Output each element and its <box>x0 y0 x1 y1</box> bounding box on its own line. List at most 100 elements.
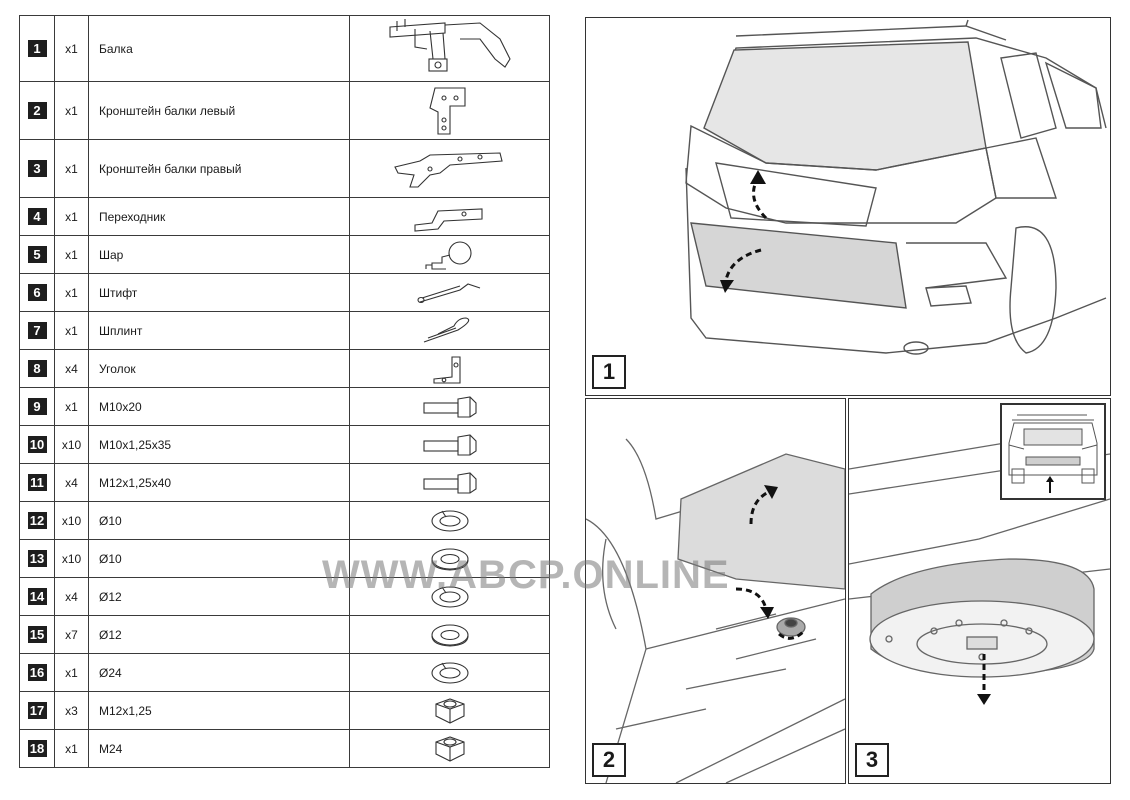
part-name: M24 <box>99 741 123 756</box>
part-name-cell: M10x20 <box>88 387 350 426</box>
tow-beam-icon <box>350 18 549 79</box>
part-quantity: x10 <box>54 501 89 540</box>
part-quantity: x3 <box>54 691 89 730</box>
part-number-badge: 18 <box>27 739 47 757</box>
part-name: Шар <box>99 247 124 262</box>
part-name-cell: Уголок <box>88 349 350 388</box>
car-rear-view-icon <box>685 19 1107 355</box>
part-number-badge: 7 <box>27 321 47 339</box>
part-number-badge: 8 <box>27 359 47 377</box>
part-number-badge: 9 <box>27 397 47 415</box>
part-number-badge: 1 <box>27 39 47 57</box>
part-name: Шплинт <box>99 323 143 338</box>
part-number-badge: 10 <box>27 435 47 453</box>
part-image-cell <box>349 691 550 730</box>
step-1-label: 1 <box>592 355 626 389</box>
part-quantity: x1 <box>54 15 89 82</box>
part-image-cell <box>349 653 550 692</box>
part-number-cell: 4 <box>19 197 55 236</box>
part-image-cell <box>349 425 550 464</box>
adapter-icon <box>350 201 549 233</box>
part-name-cell: Шар <box>88 235 350 274</box>
part-name: Кронштейн балки левый <box>99 103 236 118</box>
part-number-cell: 7 <box>19 311 55 350</box>
part-image-cell <box>349 615 550 654</box>
part-number-cell: 5 <box>19 235 55 274</box>
part-name-cell: Кронштейн балки левый <box>88 81 350 140</box>
bolt-icon <box>350 469 549 497</box>
part-number-badge: 3 <box>27 159 47 177</box>
part-number-cell: 12 <box>19 501 55 540</box>
trunk-floor-icon <box>586 438 845 783</box>
tow-ball-icon <box>350 239 549 271</box>
spare-wheel-icon <box>849 438 1110 705</box>
part-number-cell: 14 <box>19 577 55 616</box>
part-image-cell <box>349 729 550 768</box>
part-image-cell <box>349 15 550 82</box>
part-name-cell: Переходник <box>88 197 350 236</box>
bolt-icon <box>350 393 549 421</box>
part-name-cell: Шплинт <box>88 311 350 350</box>
step-2-label: 2 <box>592 743 626 777</box>
part-quantity: x1 <box>54 273 89 312</box>
part-name: Ø24 <box>99 665 122 680</box>
part-number-cell: 13 <box>19 539 55 578</box>
part-name-cell: Штифт <box>88 273 350 312</box>
flat-washer-icon <box>350 621 549 649</box>
part-name: Уголок <box>99 361 136 376</box>
part-image-cell <box>349 273 550 312</box>
part-name: Ø12 <box>99 589 122 604</box>
part-quantity: x1 <box>54 139 89 198</box>
part-quantity: x10 <box>54 425 89 464</box>
part-image-cell <box>349 387 550 426</box>
part-quantity: x1 <box>54 653 89 692</box>
part-name: Ø12 <box>99 627 122 642</box>
part-name: M10x20 <box>99 399 142 414</box>
part-image-cell <box>349 311 550 350</box>
part-number-cell: 15 <box>19 615 55 654</box>
bolt-icon <box>350 431 549 459</box>
part-number-cell: 2 <box>19 81 55 140</box>
part-number-badge: 13 <box>27 549 47 567</box>
part-name-cell: Ø10 <box>88 539 350 578</box>
part-name-cell: M12x1,25x40 <box>88 463 350 502</box>
part-name: Ø10 <box>99 513 122 528</box>
hex-nut-icon <box>350 734 549 764</box>
part-number-badge: 2 <box>27 101 47 119</box>
part-name-cell: Балка <box>88 15 350 82</box>
part-quantity: x4 <box>54 577 89 616</box>
part-number-cell: 3 <box>19 139 55 198</box>
part-name-cell: Ø12 <box>88 577 350 616</box>
step-1-panel: 1 <box>585 17 1111 396</box>
part-name-cell: Ø10 <box>88 501 350 540</box>
part-quantity: x1 <box>54 81 89 140</box>
part-name: Штифт <box>99 285 138 300</box>
part-name-cell: Кронштейн балки правый <box>88 139 350 198</box>
part-name-cell: M12x1,25 <box>88 691 350 730</box>
flat-washer-icon <box>350 545 549 573</box>
car-rear-locator-icon <box>1008 414 1098 493</box>
part-number-cell: 8 <box>19 349 55 388</box>
part-number-cell: 16 <box>19 653 55 692</box>
part-number-badge: 12 <box>27 511 47 529</box>
step-3-panel: 3 <box>848 398 1111 784</box>
parts-row: 12 x10 Ø10 <box>19 501 550 540</box>
part-number-badge: 6 <box>27 283 47 301</box>
pin-icon <box>350 280 549 306</box>
hex-nut-icon <box>350 696 549 726</box>
part-number-cell: 18 <box>19 729 55 768</box>
part-number-cell: 17 <box>19 691 55 730</box>
part-name: Ø10 <box>99 551 122 566</box>
left-bracket-icon <box>350 84 549 138</box>
part-number-cell: 10 <box>19 425 55 464</box>
